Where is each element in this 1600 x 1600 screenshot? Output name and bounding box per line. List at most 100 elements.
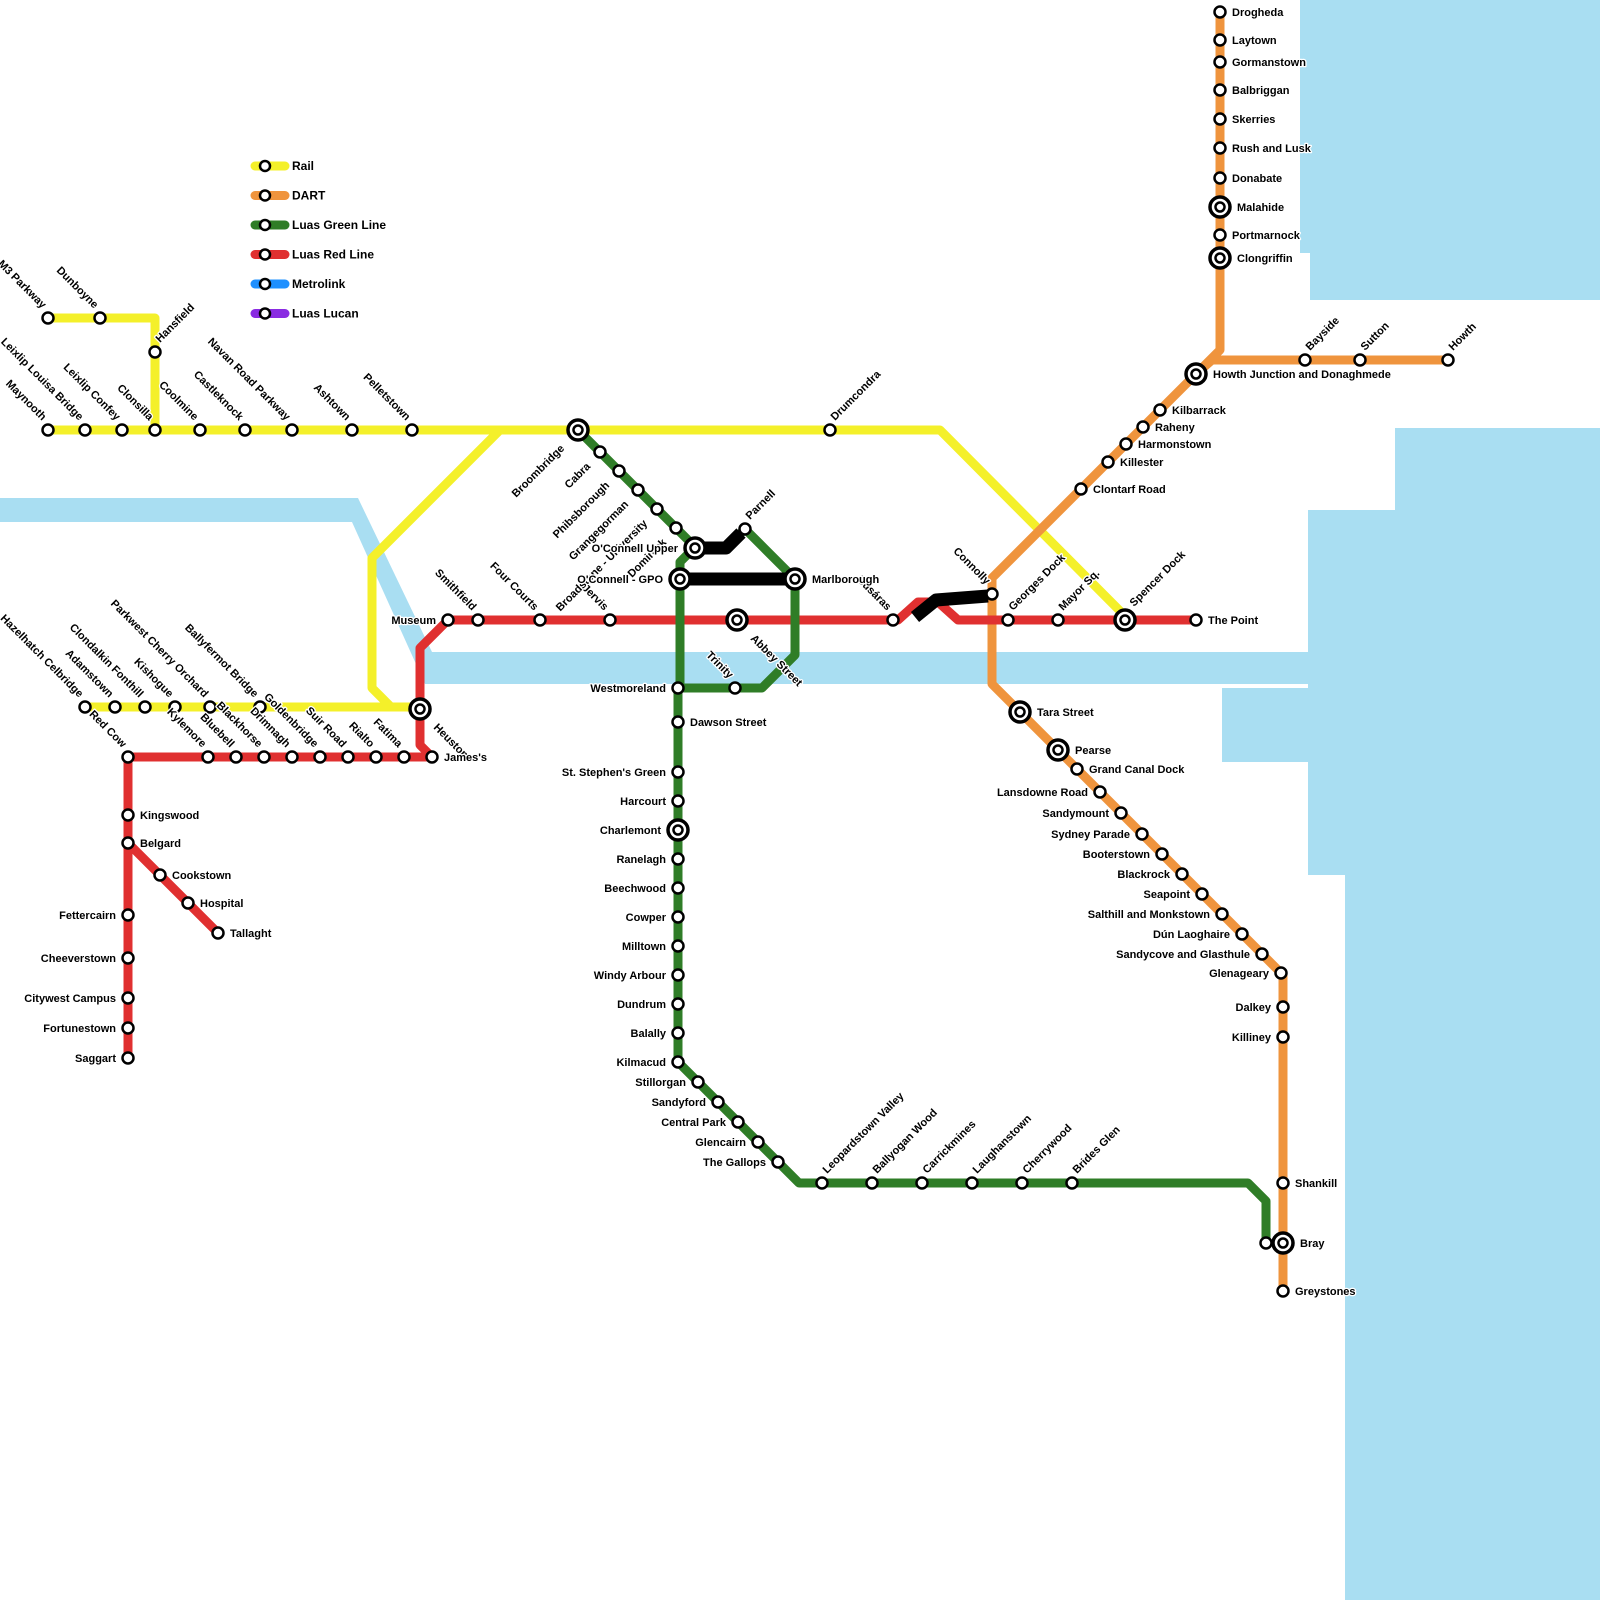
station-label: Skerries xyxy=(1232,114,1275,126)
station-marker xyxy=(1213,5,1227,19)
station-seapoint: Seapoint xyxy=(1142,887,1209,902)
station-marker xyxy=(397,750,411,764)
station-glencairn: Glencairn xyxy=(694,1135,765,1150)
station-label: Blackrock xyxy=(1117,869,1170,881)
station-bray-luas-terminus xyxy=(1259,1236,1273,1250)
station-marker xyxy=(148,345,162,359)
station-label: Citywest Campus xyxy=(24,993,116,1005)
station-glenageary: Glenageary xyxy=(1208,966,1288,981)
line-segment-rail xyxy=(43,313,160,435)
station-marker xyxy=(138,700,152,714)
station-marker xyxy=(711,1095,725,1109)
legend-label: Metrolink xyxy=(292,277,346,291)
station-label: Killiney xyxy=(1232,1032,1272,1044)
station-label: Kingswood xyxy=(140,810,199,822)
station-killester: Killester xyxy=(1101,455,1165,470)
station-label: Grand Canal Dock xyxy=(1089,764,1185,776)
station-marker xyxy=(671,881,685,895)
sea-water xyxy=(1345,872,1600,1600)
station-marker xyxy=(121,1021,135,1035)
station-label: Sydney Parade xyxy=(1051,829,1130,841)
station-beechwood: Beechwood xyxy=(603,881,685,896)
station-marker xyxy=(1051,613,1065,627)
station-marker xyxy=(1213,83,1227,97)
station-marker xyxy=(1276,1030,1290,1044)
station-marker xyxy=(238,423,252,437)
station-skerries: Skerries xyxy=(1213,112,1277,127)
station-marker xyxy=(121,1051,135,1065)
station-marker xyxy=(153,868,167,882)
station-rush-and-lusk: Rush and Lusk xyxy=(1213,141,1313,156)
station-marker xyxy=(1074,482,1088,496)
station-label: Kilmacud xyxy=(616,1057,666,1069)
station-o-connell-upper: O'Connell Upper xyxy=(590,536,707,560)
station-drogheda: Drogheda xyxy=(1213,5,1286,20)
station-marker xyxy=(751,1135,765,1149)
station-label: Malahide xyxy=(1237,202,1284,214)
station-marker xyxy=(1136,420,1150,434)
station-label: Howth Junction and Donaghmede xyxy=(1213,369,1391,381)
station-label: Sandymount xyxy=(1042,808,1109,820)
station-marker xyxy=(612,464,626,478)
legend-item-dart: DART xyxy=(250,187,327,204)
station-balally: Balally xyxy=(629,1026,685,1041)
station-marker xyxy=(593,445,607,459)
station-label: Cabra xyxy=(563,460,594,491)
station-label: Saggart xyxy=(75,1053,116,1065)
station-marker xyxy=(671,681,685,695)
station-pearse: Pearse xyxy=(1046,738,1112,762)
station-marker xyxy=(1119,437,1133,451)
station-label: St. Stephen's Green xyxy=(562,767,666,779)
legend-item-rail: Rail xyxy=(250,158,315,174)
station-marker xyxy=(669,521,683,535)
station-grand-canal-dock: Grand Canal Dock xyxy=(1070,762,1187,777)
station-label: Stillorgan xyxy=(635,1077,686,1089)
station-marker xyxy=(823,423,837,437)
station-marker xyxy=(211,926,225,940)
station-marker xyxy=(965,1176,979,1190)
station-label: Sandycove and Glasthule xyxy=(1116,949,1250,961)
legend-station-marker xyxy=(258,307,272,320)
station-gormanstown: Gormanstown xyxy=(1213,55,1308,70)
station-marker xyxy=(193,423,207,437)
station-label: Howth xyxy=(1447,321,1479,353)
interchange-marker-inner xyxy=(1277,1237,1289,1249)
legend-station-marker xyxy=(258,159,272,173)
legend-item-luas-green-line: Luas Green Line xyxy=(250,217,388,233)
station-marker xyxy=(671,852,685,866)
station-salthill-and-monkstown: Salthill and Monkstown xyxy=(1086,907,1229,922)
station-james-s: James's xyxy=(425,750,488,765)
station-label: Pelletstown xyxy=(361,371,413,423)
station-label: Sutton xyxy=(1359,320,1392,353)
station-balbriggan: Balbriggan xyxy=(1213,83,1291,98)
station-label: Central Park xyxy=(661,1117,727,1129)
interchange-marker-inner xyxy=(1214,252,1226,264)
interchange-marker-inner xyxy=(789,573,801,585)
station-tallaght: Tallaght xyxy=(211,926,273,941)
station-booterstown: Booterstown xyxy=(1081,847,1169,862)
interchange-connectors xyxy=(686,528,989,623)
sea-water xyxy=(1308,510,1600,875)
station-central-park: Central Park xyxy=(660,1115,745,1130)
station-marker xyxy=(115,423,129,437)
station-westmoreland: Westmoreland xyxy=(589,681,685,696)
station-harmonstown: Harmonstown xyxy=(1119,437,1213,452)
station-stillorgan: Stillorgan xyxy=(634,1075,705,1090)
station-label: Sandyford xyxy=(652,1097,706,1109)
station-label: Broombridge xyxy=(510,443,567,500)
legend-label: DART xyxy=(292,189,326,203)
station-marker xyxy=(671,910,685,924)
station-the-gallops: The Gallops xyxy=(702,1155,785,1170)
station-bray: Bray xyxy=(1271,1231,1327,1255)
station-label: Dún Laoghaire xyxy=(1153,929,1230,941)
station-marker xyxy=(533,613,547,627)
station-tara-street: Tara Street xyxy=(1008,700,1095,724)
legend-item-luas-lucan: Luas Lucan xyxy=(250,305,360,322)
station-belgard: Belgard xyxy=(121,836,182,851)
station-navan-road-parkway: Navan Road Parkway xyxy=(204,335,299,437)
station-marker xyxy=(168,700,182,714)
station-marker xyxy=(1213,33,1227,47)
station-label: Glencairn xyxy=(695,1137,746,1149)
